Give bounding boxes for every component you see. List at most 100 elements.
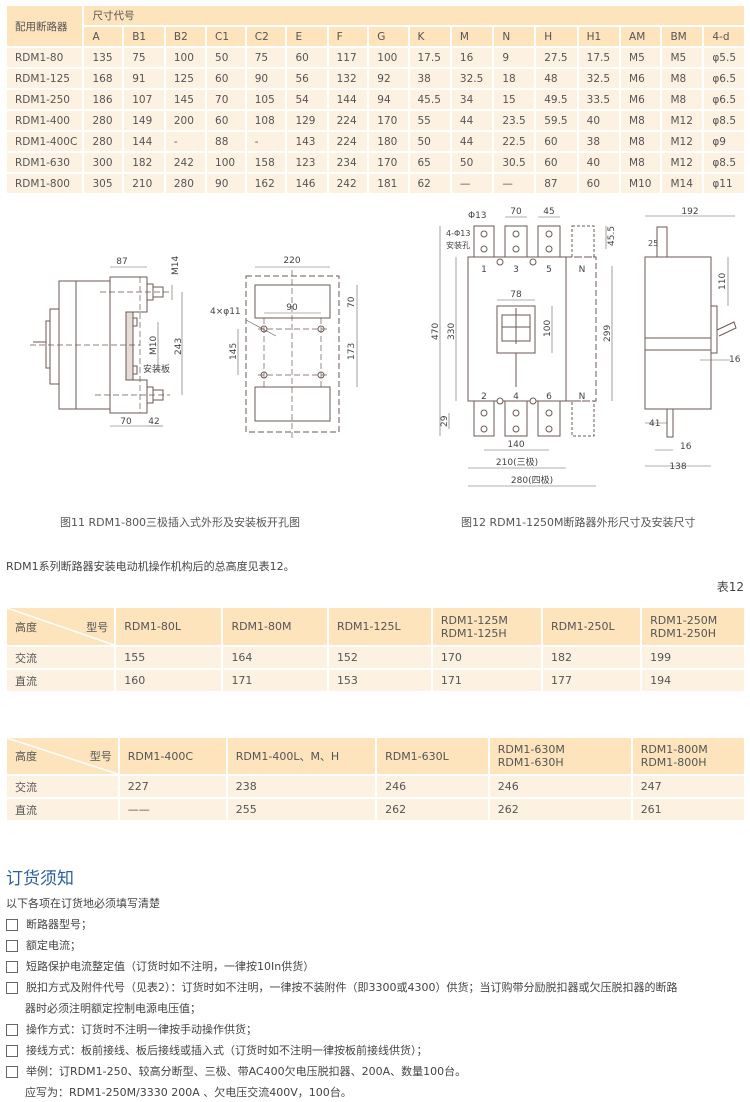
table-cell: —: [449, 172, 495, 195]
table-cell: -: [163, 130, 208, 153]
fig12-dim-45: 45: [543, 207, 554, 217]
fig12-front-view: [439, 216, 613, 487]
model-name: RDM1-125L: [336, 620, 401, 633]
column-header: M: [449, 25, 495, 48]
fig11-dim-87: 87: [116, 257, 127, 267]
table-cell: M6: [619, 67, 663, 90]
model-header: RDM1-400L、M、H: [225, 736, 378, 776]
model-header: RDM1-80L: [114, 606, 224, 647]
fig12-dim-16: 16: [729, 355, 741, 365]
table-cell: 155: [114, 645, 224, 670]
table-cell: 60: [534, 130, 579, 153]
table-cell: 17.5: [576, 46, 622, 69]
fig12-dim-29: 29: [440, 415, 450, 427]
corner-left: 高度: [15, 750, 37, 763]
fig12-dim-470: 470: [431, 323, 441, 340]
fig11-caption: 图11 RDM1-800三极插入式外形及安装板开孔图: [60, 516, 301, 529]
checkbox-icon[interactable]: [6, 940, 18, 952]
table-header-row: 配用断路器尺寸代号: [4, 4, 746, 48]
table-cell: 91: [122, 67, 166, 90]
diagonal-divider: [7, 738, 118, 774]
table-cell: 15: [492, 88, 537, 111]
table-cell: 280: [82, 109, 125, 132]
table-cell: 107: [122, 88, 166, 111]
checkbox-icon[interactable]: [6, 1066, 18, 1078]
table-cell: M5: [619, 46, 663, 69]
checkbox-icon[interactable]: [6, 982, 18, 994]
order-item-text: 断路器型号；: [26, 918, 92, 931]
table-cell: 30.5: [492, 151, 537, 174]
table-cell: M14: [660, 172, 705, 195]
table-cell: 60: [205, 67, 247, 90]
fig12-dim-100: 100: [543, 320, 553, 337]
table-cell: 90: [244, 67, 288, 90]
fig12-dim-330: 330: [447, 323, 457, 340]
model-name: RDM1-800M: [640, 743, 708, 756]
model-header: RDM1-630L: [375, 736, 490, 776]
order-item-text: 接线方式：板前接线、板后接线或插入式（订货时如不注明一律按板前接线供货）；: [26, 1044, 428, 1057]
fig11-dim-70b: 70: [347, 296, 357, 308]
table-cell: 234: [326, 151, 370, 174]
model-name: RDM1-80L: [124, 620, 181, 633]
column-header: B2: [163, 25, 208, 48]
table-cell: 105: [244, 88, 288, 111]
table-cell: 280: [163, 172, 208, 195]
fig12-terminal-4: 4: [513, 392, 519, 402]
row-model: RDM1-800: [4, 172, 85, 195]
table-cell: 153: [326, 668, 433, 693]
table-cell: 144: [326, 88, 370, 111]
table-cell: 247: [630, 774, 747, 799]
checkbox-icon[interactable]: [6, 919, 18, 931]
table-cell: 56: [285, 67, 329, 90]
fig12-dim-192: 192: [681, 207, 698, 217]
table-cell: 44: [449, 109, 495, 132]
model-name: RDM1-250H: [650, 626, 716, 640]
checkbox-icon[interactable]: [6, 1024, 18, 1036]
table-cell: 38: [576, 130, 622, 153]
model-name: RDM1-630H: [497, 756, 564, 769]
table-cell: 60: [576, 172, 622, 195]
fig11-holes-label: 4×φ11: [210, 307, 241, 317]
fig12-dim-25: 25: [648, 239, 658, 248]
checkbox-icon[interactable]: [6, 1045, 18, 1057]
table-cell: M8: [619, 151, 663, 174]
table-cell: 170: [367, 151, 410, 174]
fig12-dim-16b: 16: [680, 442, 692, 452]
table-cell: 32.5: [576, 67, 622, 90]
column-header: H1: [576, 25, 622, 48]
fig11-dim-90: 90: [286, 303, 298, 313]
order-title: 订货须知: [6, 869, 74, 889]
table-cell: 108: [244, 109, 288, 132]
table-cell: ——: [117, 797, 228, 822]
table-cell: 125: [163, 67, 208, 90]
table-cell: 44: [449, 130, 495, 153]
table-cell: 32.5: [449, 67, 495, 90]
row-model: RDM1-125: [4, 67, 85, 90]
table-cell: 132: [326, 67, 370, 90]
table-cell: 100: [163, 46, 208, 69]
fig11-plate-label: 安装板: [143, 363, 170, 375]
checkbox-icon[interactable]: [6, 961, 18, 973]
table-cell: M6: [619, 88, 663, 111]
table-cell: 16: [449, 46, 495, 69]
column-header: G: [367, 25, 410, 48]
column-header: N: [492, 25, 537, 48]
model-name: RDM1-630M: [497, 743, 565, 756]
table-cell: 200: [163, 109, 208, 132]
model-header: RDM1-80M: [221, 606, 329, 647]
order-list: 以下各项在订货地必须填写清楚 断路器型号；额定电流；短路保护电流整定值（订货时如…: [6, 893, 677, 1102]
table-cell: 162: [244, 172, 288, 195]
table-cell: 49.5: [534, 88, 579, 111]
model-name: RDM1-125M: [440, 613, 508, 627]
table-cell: 182: [540, 645, 643, 670]
fig12-holes-label-2: 安装孔: [446, 240, 470, 250]
fig12-dim-210: 210(三极): [496, 456, 538, 468]
model-header: RDM1-125L: [326, 606, 433, 647]
corner-header: 配用断路器: [4, 4, 85, 48]
